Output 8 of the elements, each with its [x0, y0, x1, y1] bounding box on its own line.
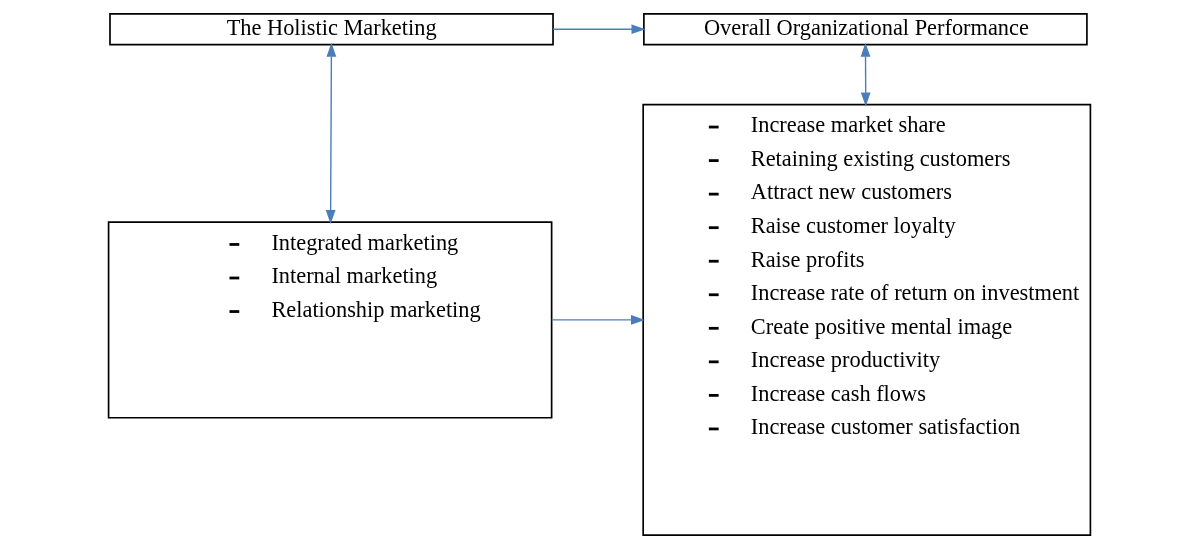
arrow [550, 315, 645, 325]
arrow [551, 24, 645, 35]
node-box: Increase market share Retaining existing customers Attract new customers Raise customer loyalty Raise profits Increase rate of return on investment Create positive mental image Increase productivity Increase cash flows Increase customer satisfaction [641, 103, 1091, 536]
node-box: The Holistic Marketing [108, 13, 554, 46]
node-box: Integrated marketing Internal marketing Relationship marketing [107, 221, 552, 419]
arrow [860, 42, 871, 107]
node-box: Overall Organizational Performance [642, 13, 1088, 46]
arrow [325, 42, 336, 224]
